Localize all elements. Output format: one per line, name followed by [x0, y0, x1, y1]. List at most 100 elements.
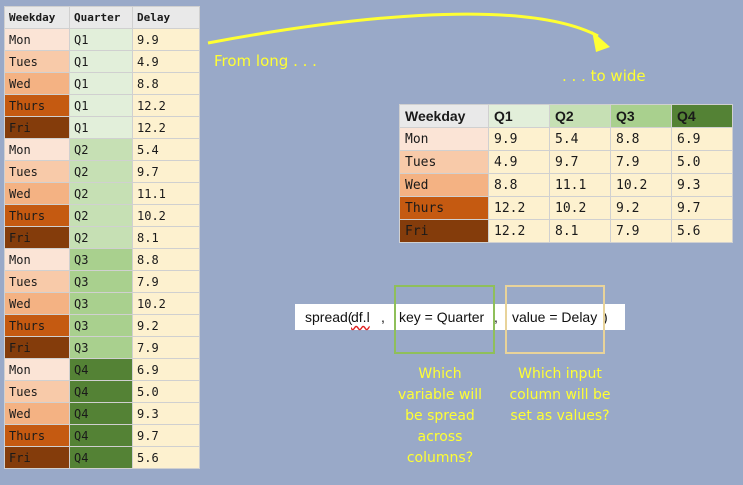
code-key-arg: key = Quarter [399, 309, 485, 325]
long-cell-weekday: Fri [4, 116, 70, 139]
wide-cell-value: 9.3 [671, 173, 733, 197]
long-cell-weekday: Wed [4, 402, 70, 425]
wide-cell-value: 5.0 [671, 150, 733, 174]
long-cell-quarter: Q3 [69, 314, 133, 337]
long-cell-weekday: Tues [4, 160, 70, 183]
long-cell-quarter: Q3 [69, 248, 133, 271]
long-cell-quarter: Q2 [69, 226, 133, 249]
key-question-line: variable will [397, 387, 483, 403]
long-cell-quarter: Q4 [69, 402, 133, 425]
code-function: spread( [305, 309, 353, 325]
long-cell-weekday: Fri [4, 446, 70, 469]
wide-header-q2: Q2 [549, 104, 611, 128]
wide-cell-weekday: Thurs [399, 196, 489, 220]
long-cell-quarter: Q4 [69, 358, 133, 381]
long-cell-quarter: Q1 [69, 72, 133, 95]
wide-cell-value: 10.2 [610, 173, 672, 197]
wide-cell-value: 10.2 [549, 196, 611, 220]
long-cell-weekday: Thurs [4, 424, 70, 447]
key-highlight-box [394, 285, 495, 354]
value-highlight-box [505, 285, 605, 354]
key-question-line: columns? [406, 450, 474, 466]
long-cell-weekday: Mon [4, 248, 70, 271]
long-cell-delay: 10.2 [132, 292, 200, 315]
long-cell-delay: 9.7 [132, 424, 200, 447]
long-cell-delay: 4.9 [132, 50, 200, 73]
long-cell-weekday: Mon [4, 28, 70, 51]
wide-cell-weekday: Wed [399, 173, 489, 197]
value-question-line: column will be [509, 387, 611, 403]
wide-cell-value: 12.2 [488, 219, 550, 243]
value-question: Which input column will be set as values… [500, 364, 620, 427]
to-wide-annotation: . . . to wide [562, 67, 646, 85]
wide-cell-weekday: Fri [399, 219, 489, 243]
long-cell-delay: 8.8 [132, 72, 200, 95]
wide-header-weekday: Weekday [399, 104, 489, 128]
wide-cell-value: 7.9 [610, 150, 672, 174]
long-table-header-row: Weekday Quarter Delay [4, 6, 200, 29]
long-cell-weekday: Thurs [4, 94, 70, 117]
long-cell-delay: 9.7 [132, 160, 200, 183]
wide-cell-value: 5.6 [671, 219, 733, 243]
long-cell-delay: 12.2 [132, 116, 200, 139]
value-question-line: Which input [518, 366, 602, 382]
long-cell-quarter: Q4 [69, 424, 133, 447]
wide-header-q4: Q4 [671, 104, 733, 128]
long-cell-weekday: Tues [4, 50, 70, 73]
long-cell-quarter: Q1 [69, 94, 133, 117]
code-close-paren: ) [603, 309, 608, 325]
long-cell-quarter: Q2 [69, 160, 133, 183]
long-header-delay: Delay [132, 6, 200, 29]
long-cell-weekday: Tues [4, 270, 70, 293]
long-cell-weekday: Wed [4, 72, 70, 95]
long-cell-weekday: Thurs [4, 204, 70, 227]
long-cell-quarter: Q3 [69, 336, 133, 359]
key-question-line: Which [418, 366, 462, 382]
long-cell-quarter: Q2 [69, 204, 133, 227]
long-cell-delay: 12.2 [132, 94, 200, 117]
code-comma: , [381, 309, 385, 325]
key-question-line: be spread [405, 408, 475, 424]
wide-cell-value: 5.4 [549, 127, 611, 151]
long-cell-quarter: Q3 [69, 292, 133, 315]
code-comma: , [494, 309, 498, 325]
long-cell-delay: 7.9 [132, 270, 200, 293]
wide-table-header-row: Weekday Q1 Q2 Q3 Q4 [399, 104, 733, 128]
long-cell-weekday: Wed [4, 292, 70, 315]
spread-code-bar: spread( df.l , key = Quarter , value = D… [295, 304, 625, 330]
long-cell-weekday: Tues [4, 380, 70, 403]
long-cell-quarter: Q1 [69, 116, 133, 139]
wide-cell-weekday: Tues [399, 150, 489, 174]
long-cell-weekday: Wed [4, 182, 70, 205]
long-header-quarter: Quarter [69, 6, 133, 29]
long-cell-delay: 9.2 [132, 314, 200, 337]
wide-cell-value: 4.9 [488, 150, 550, 174]
long-cell-delay: 5.0 [132, 380, 200, 403]
wide-header-q1: Q1 [488, 104, 550, 128]
value-question-line: set as values? [510, 408, 610, 424]
long-cell-quarter: Q4 [69, 446, 133, 469]
